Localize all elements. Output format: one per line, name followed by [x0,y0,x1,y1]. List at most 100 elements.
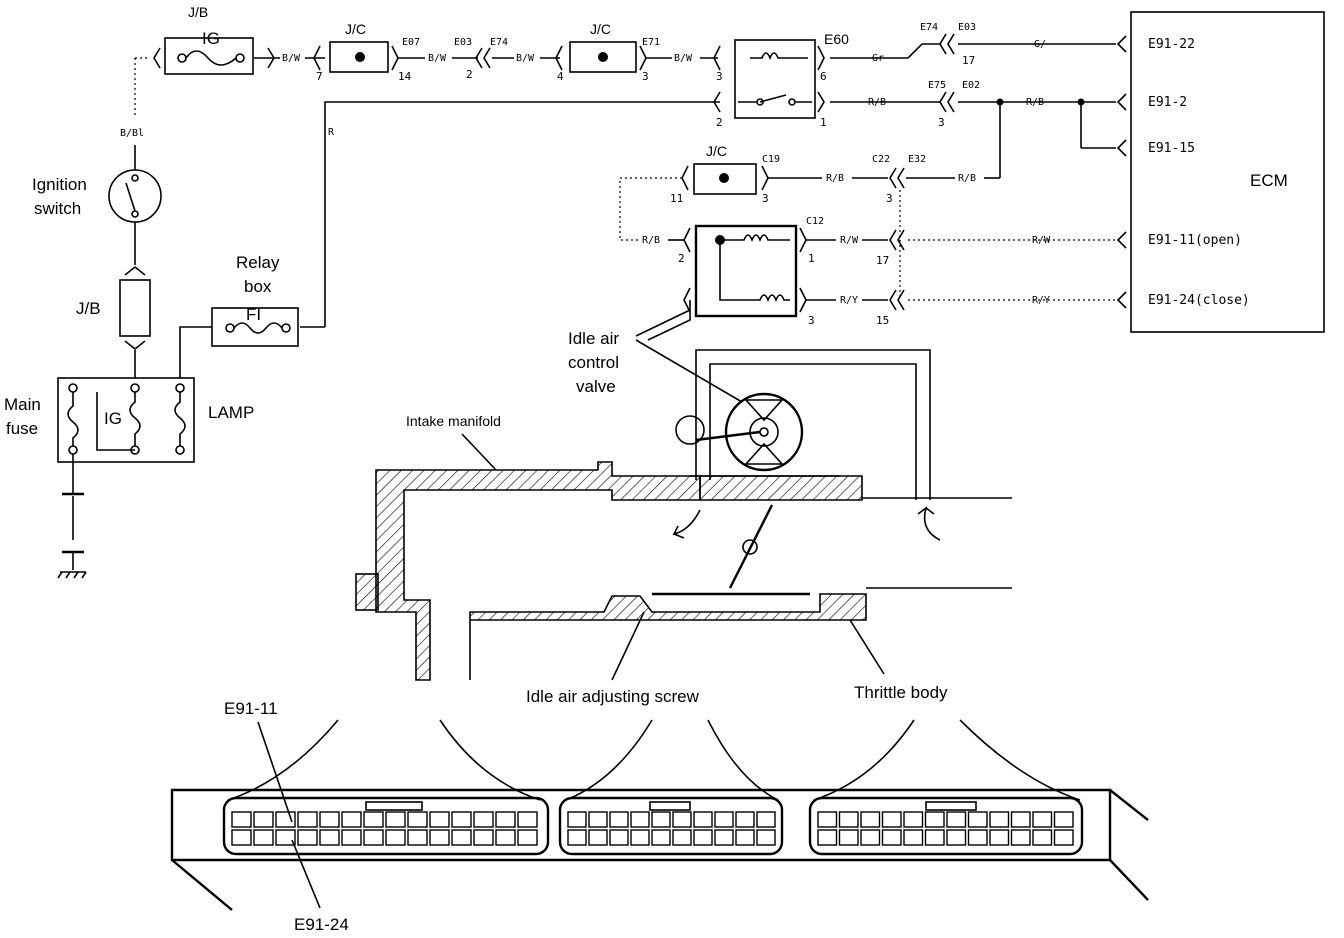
pin-3d: 3 [762,192,769,205]
wire-bw-3: B/W [516,53,535,64]
connector-pin-cell [735,811,755,828]
wire-ry-1: R/Y [840,295,858,306]
pin-15: 15 [876,314,889,327]
iacv-connector-c12 [647,224,836,341]
jb-left-label: J/B [76,299,101,318]
connector-pin-cell [924,829,945,846]
wire-rb-1: R/B [868,97,886,108]
connector-pin-cell [672,829,692,846]
connector-pin-cell [231,829,252,846]
connector-pin-cell [363,829,384,846]
connector-pin-cell [517,811,538,828]
connector-pin-cell [860,811,881,828]
connector-pin-cell [275,811,296,828]
connector-pin-cell [609,829,629,846]
jb-top-label: J/B [188,4,208,20]
connector-pin-cell [756,811,776,828]
connector-pin-cell [924,811,945,828]
pin-2c: 2 [678,252,685,265]
wire-r: R [328,127,335,138]
wire-ry-2: R/Y [1032,295,1050,306]
connector-pin-cell [341,829,362,846]
connector-pin-cell [903,829,924,846]
pin-17a: 17 [962,54,975,67]
connector-pin-cell [967,829,988,846]
e03b-label: E03 [958,22,976,33]
pin-3f: 3 [808,314,815,327]
connector-pin-cell [714,829,734,846]
pin-1b: 1 [808,252,815,265]
jc3-label: J/C [706,143,727,159]
jb-left-fuse [119,265,151,378]
lamp-label: LAMP [208,403,254,422]
connector-pin-cell [651,829,671,846]
e75-label: E75 [928,80,946,91]
connector-pin-cell [517,829,538,846]
connector-pin-cell [672,811,692,828]
ig-fuse-label: IG [202,29,220,48]
e74a-label: E74 [490,37,508,48]
pin-11: 11 [670,192,683,205]
wire-rw-1: R/W [840,235,859,246]
connector-pin-cell [297,811,318,828]
main-fuse-label-1: Main [4,395,41,414]
ecm-connector-1 [222,796,550,856]
e60-relay [700,39,825,119]
connector-pin-cell [495,829,516,846]
jc-connector-1 [305,41,425,73]
ignition-switch-symbol [108,169,162,223]
connector-pin-cell [319,811,340,828]
wire-b-bl: B/Bl [120,128,144,139]
wire-rb-2: R/B [1026,97,1044,108]
connector-pin-cell [473,829,494,846]
ignition-switch-label-1: Ignition [32,175,87,194]
connector-pin-cell [407,811,428,828]
pin-3e: 3 [886,192,893,205]
wire-rb-3: R/B [826,173,844,184]
ecm-pin-e91-22: E91-22 [1148,37,1195,52]
connector-pin-cell [451,811,472,828]
e03a-label: E03 [454,37,472,48]
connector-pin-cell [473,811,494,828]
pin-3c: 3 [938,116,945,129]
iacv-label-3: valve [576,377,616,396]
ecm-connector-housing [170,719,1149,911]
pin-3a: 3 [642,70,649,83]
connector-pin-cell [838,829,859,846]
conn-e91-11-label: E91-11 [224,699,278,718]
pin-1a: 1 [820,116,827,129]
wire-gr-2: G/ [1034,39,1046,50]
intake-manifold-drawing [355,461,1012,681]
pin-2b: 2 [716,116,723,129]
ecm-pin-e91-24: E91-24(close) [1148,293,1250,308]
connector-pin-cell [1010,829,1031,846]
connector-pin-cell [946,829,967,846]
connector-pin-cell [989,829,1010,846]
jc-connector-2 [540,41,672,73]
connector-pin-cell [735,829,755,846]
pin-3b: 3 [716,70,723,83]
jb-ig-fuse [135,37,280,75]
e07-label: E07 [402,37,420,48]
connector-pin-cell [630,811,650,828]
connector-pin-cell [231,811,252,828]
ignition-switch-label-2: switch [34,199,81,218]
connector-pin-cell [946,811,967,828]
e71-label: E71 [642,37,660,48]
connector-pin-cell [651,811,671,828]
connector-pin-cell [275,829,296,846]
connector-pin-cell [451,829,472,846]
connector-pin-cell [567,811,587,828]
throttle-body-label: Thrittle body [854,683,948,702]
connector-pin-cell [319,829,340,846]
connector-pin-cell [714,811,734,828]
c22-label: C22 [872,154,890,165]
wire-rb-4: R/B [958,173,976,184]
connector-pin-cell [588,811,608,828]
connector-pin-cell [838,811,859,828]
connector-pin-cell [1053,811,1074,828]
connector-pin-cell [341,811,362,828]
main-fuse-label-2: fuse [6,419,38,438]
c19-label: C19 [762,154,780,165]
